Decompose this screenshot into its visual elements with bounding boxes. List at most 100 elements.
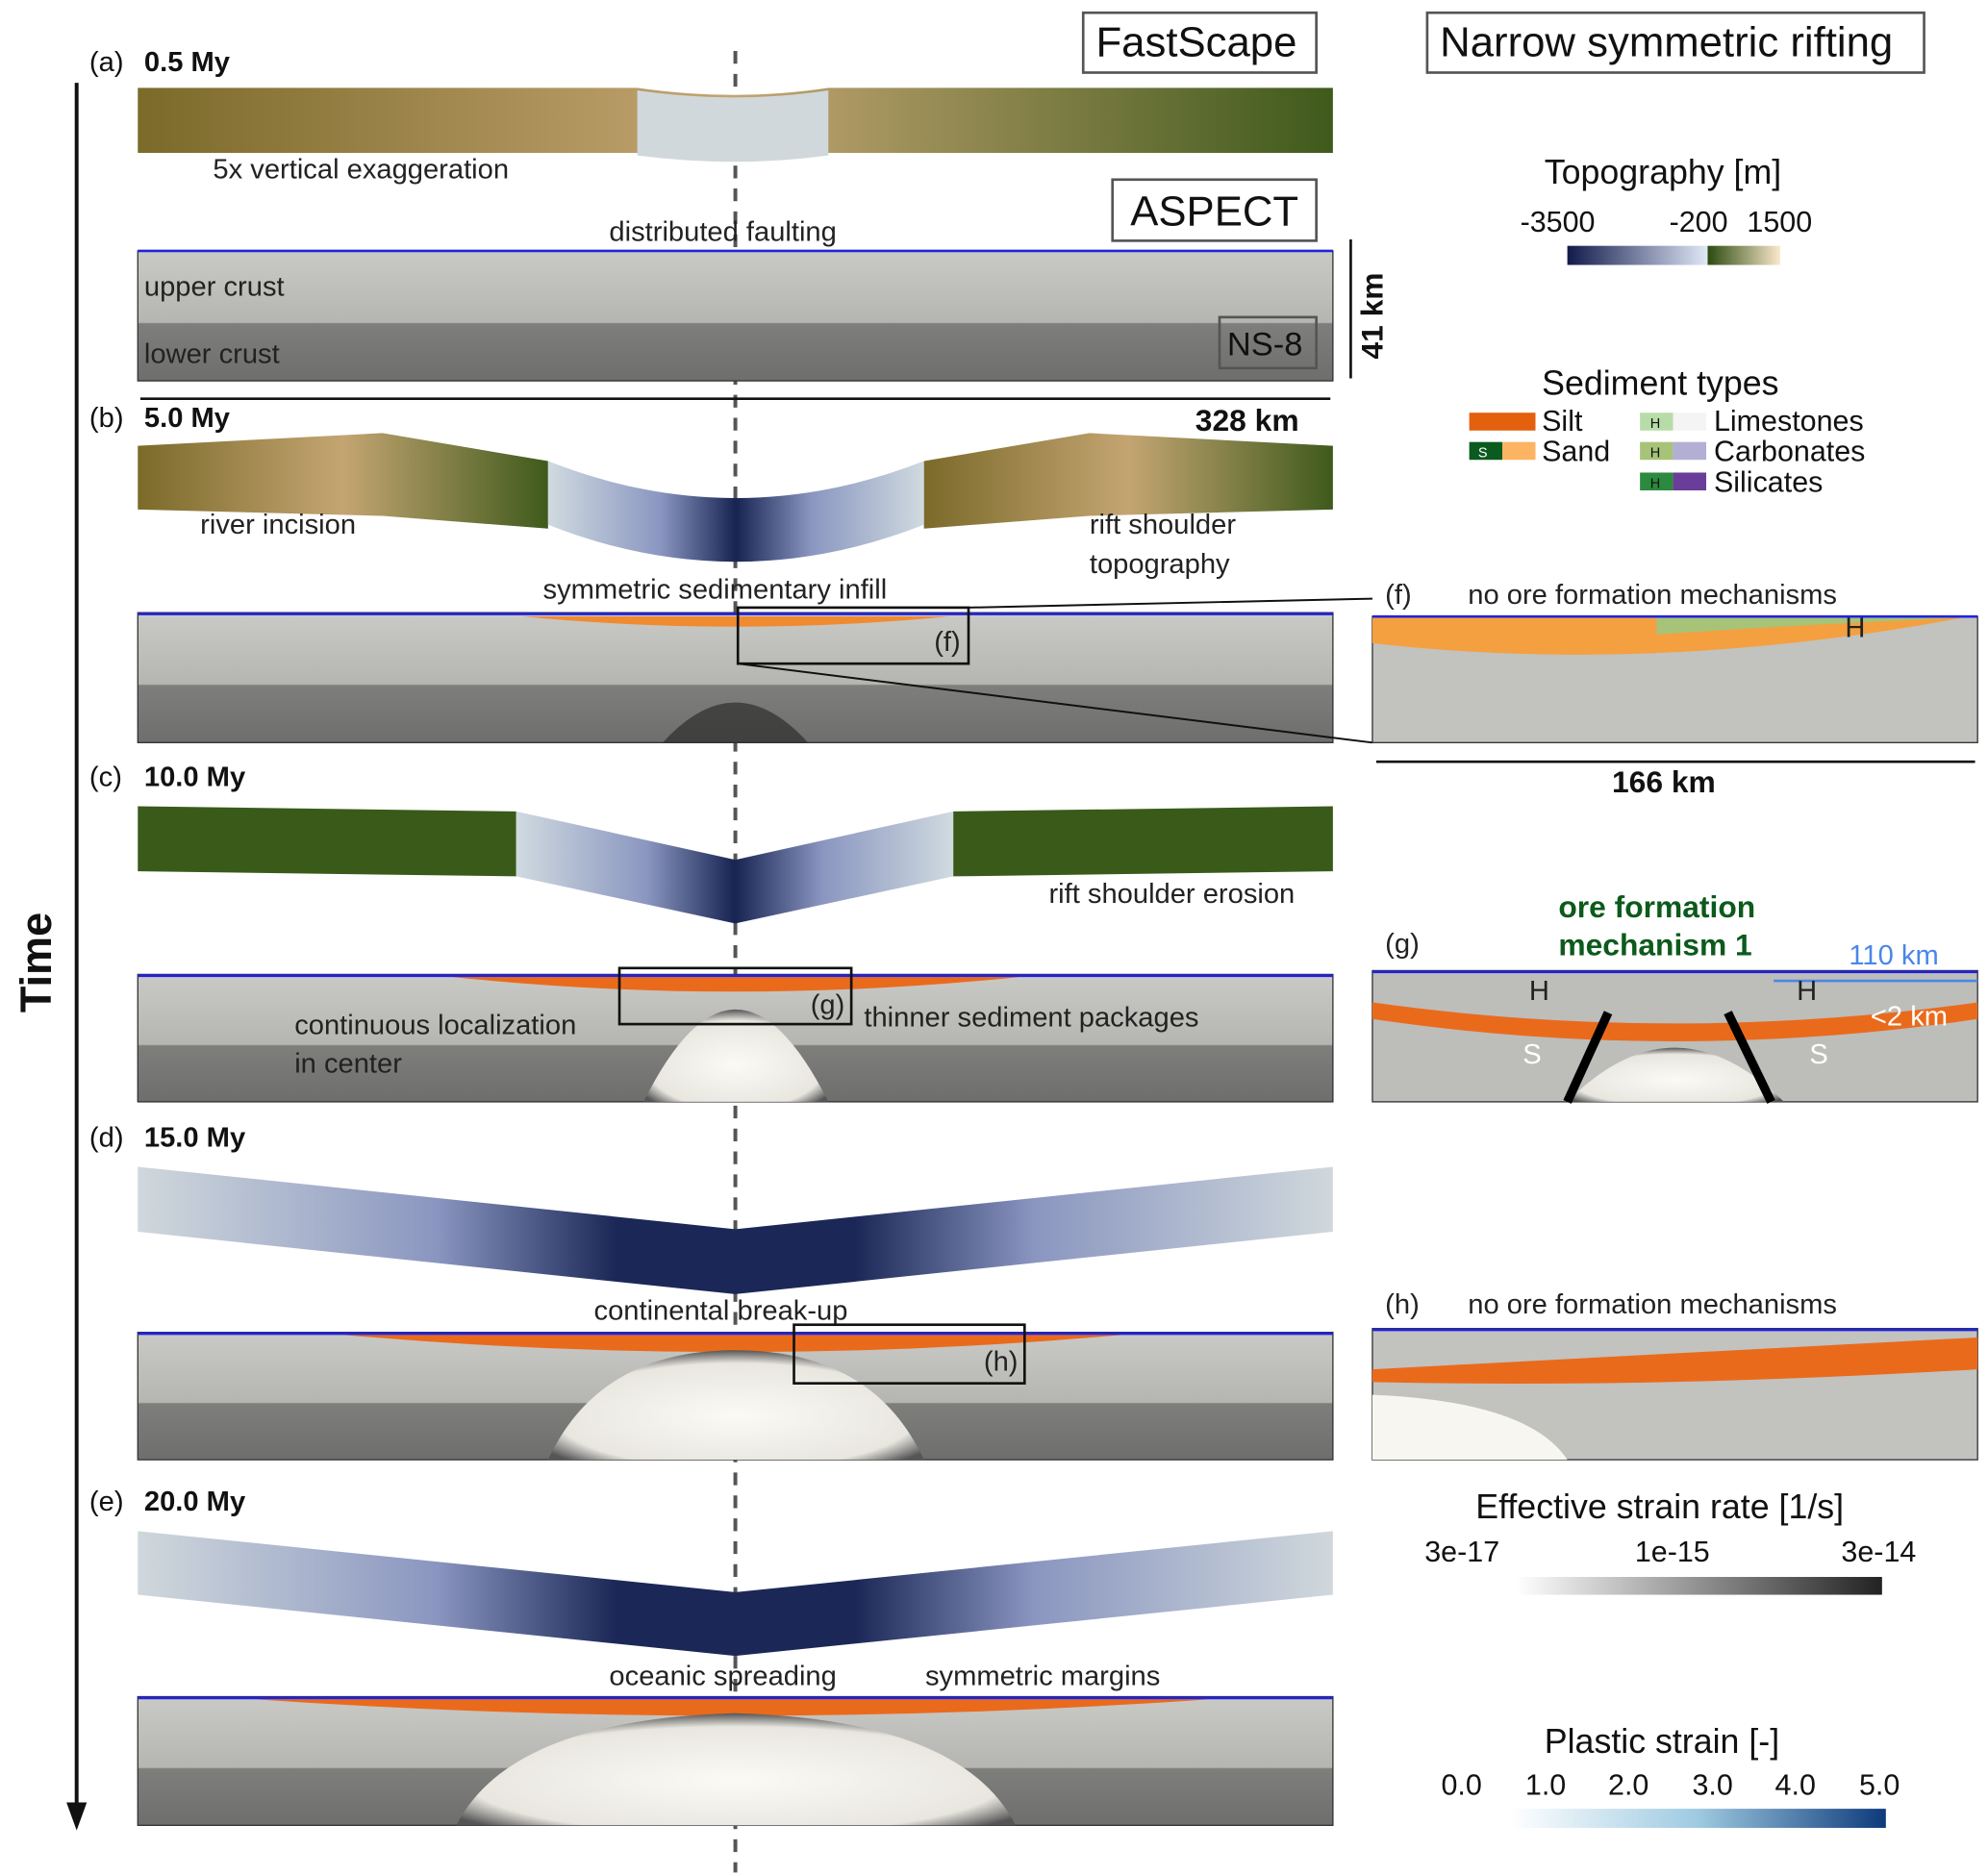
crust-section <box>137 250 1334 382</box>
time-label: Time <box>12 912 61 1012</box>
legend-title: Sediment types <box>1542 364 1778 403</box>
fastscape-label: FastScape <box>1095 18 1296 65</box>
legend-title: Topography [m] <box>1545 153 1781 191</box>
model-id-box <box>1218 315 1318 370</box>
inset-id: (h) <box>1385 1289 1420 1320</box>
distance-label: 110 km <box>1849 940 1938 971</box>
legend-tick: 1500 <box>1747 206 1812 238</box>
inset-g-box <box>617 966 853 1026</box>
annotation: rift shoulder erosion <box>1048 879 1295 910</box>
inset-id: (g) <box>1385 929 1420 960</box>
mantle-upwelling <box>643 1009 829 1102</box>
topography-left <box>138 433 548 529</box>
inset-title-line1: ore formation <box>1558 889 1755 924</box>
annotation: topography <box>1090 549 1230 580</box>
panel-c: (c) 10.0 My rift shoulder erosion (g) co… <box>89 762 1334 1103</box>
inset-title: no ore formation mechanisms <box>1468 580 1837 611</box>
thickness-label: <2 km <box>1871 1001 1948 1032</box>
carbonate-layer <box>1656 617 1963 635</box>
silt-swatch <box>1469 412 1536 431</box>
legend-tick: 4.0 <box>1775 1769 1816 1802</box>
legend-tick: 1e-15 <box>1635 1536 1710 1568</box>
panel-e: (e) 20.0 My oceanic spreading symmetric … <box>89 1487 1334 1826</box>
sediment-infill <box>1371 1337 1978 1384</box>
panel-time: 20.0 My <box>144 1487 246 1517</box>
mantle-upwelling <box>456 1712 1017 1826</box>
inset-title: no ore formation mechanisms <box>1468 1289 1837 1320</box>
silicate-swatch <box>1673 472 1707 491</box>
panel-id: (a) <box>89 47 124 78</box>
sediment-infill <box>255 1699 1211 1716</box>
panel-b: (b) 5.0 My river incision rift shoulder … <box>89 403 1373 744</box>
annotation: river incision <box>200 510 356 540</box>
annotation: oceanic spreading <box>609 1662 836 1692</box>
sediment-infill <box>1371 1002 1978 1041</box>
inset-id: (f) <box>1385 580 1412 611</box>
swatch-marker: H <box>1650 416 1661 432</box>
inset-h: (h) no ore formation mechanisms <box>1371 1289 1978 1461</box>
legend-tick: 3.0 <box>1692 1769 1732 1802</box>
legend-tick: -3500 <box>1521 206 1596 238</box>
legend-tick: 2.0 <box>1608 1769 1648 1802</box>
annotation: continuous localization <box>294 1011 576 1041</box>
inset-tag: (h) <box>984 1346 1019 1377</box>
sediment-legend: Sediment types Silt S Sand H Limestones … <box>1469 364 1865 498</box>
legend-item: Silt <box>1542 405 1583 438</box>
panel-time: 10.0 My <box>144 762 246 792</box>
aspect-label: ASPECT <box>1130 188 1298 235</box>
inset-width-scale: 166 km <box>1612 764 1716 799</box>
legend-tick: 0.0 <box>1441 1769 1481 1802</box>
inset-g: ore formation mechanism 1 (g) 110 km H H… <box>1371 889 1978 1104</box>
mantle-upwelling <box>1567 1047 1784 1102</box>
panel-id: (c) <box>89 762 122 792</box>
panel-time: 15.0 My <box>144 1122 246 1153</box>
basin-topography <box>138 1531 1333 1657</box>
mantle-upwelling <box>547 1350 924 1461</box>
swatch-marker: H <box>1650 476 1661 491</box>
strain-rate-colorbar <box>1516 1577 1882 1595</box>
inset-tag: (f) <box>934 627 961 658</box>
sediment-infill <box>452 977 1019 992</box>
plastic-strain-colorbar <box>1510 1809 1886 1828</box>
sand-swatch <box>1502 441 1536 461</box>
legend-title: Effective strain rate [1/s] <box>1475 1488 1844 1526</box>
panel-id: (d) <box>89 1122 124 1153</box>
legend-title: Plastic strain [-] <box>1545 1722 1779 1761</box>
depth-scale: 41 km <box>1355 272 1390 359</box>
scenario-box <box>1425 11 1925 74</box>
mantle-upwelling <box>1371 1394 1568 1461</box>
sediment-infill <box>343 1335 1121 1353</box>
model-id: NS-8 <box>1227 327 1302 363</box>
annotation: in center <box>294 1048 402 1079</box>
basin-topography <box>516 811 954 924</box>
width-scale: 328 km <box>1195 403 1299 438</box>
sand-marker: S <box>1522 1039 1541 1070</box>
panel-time: 0.5 My <box>144 47 231 78</box>
aspect-box <box>1111 178 1318 242</box>
fault <box>1724 1011 1775 1104</box>
inset-h-box <box>793 1323 1026 1385</box>
plastic-strain-legend: Plastic strain [-] 0.0 1.0 2.0 3.0 4.0 5… <box>1441 1722 1900 1828</box>
panel-a: (a) 0.5 My 5x vertical exaggeration dist… <box>89 47 1390 438</box>
annotation: rift shoulder <box>1090 510 1236 540</box>
annotation: distributed faulting <box>609 216 836 247</box>
annotation: thinner sediment packages <box>864 1003 1198 1034</box>
sediment-infill <box>1371 617 1963 655</box>
swatch-marker: H <box>1650 446 1661 462</box>
topography-left <box>138 806 516 877</box>
hemipelagic-marker: H <box>1797 976 1817 1007</box>
basin-topography <box>547 461 924 562</box>
panel-id: (b) <box>89 403 124 434</box>
topography-right <box>923 433 1333 529</box>
hemipelagic-marker: H <box>1529 976 1549 1007</box>
inset-f: (f) no ore formation mechanisms H 166 km <box>1371 580 1978 799</box>
legend-tick: -200 <box>1670 206 1728 238</box>
legend-tick: 5.0 <box>1859 1769 1900 1802</box>
basin-topography <box>637 90 829 162</box>
panel-d: (d) 15.0 My continental break-up (h) <box>89 1122 1334 1461</box>
fastscape-box <box>1081 11 1318 74</box>
annotation: symmetric margins <box>925 1662 1160 1692</box>
annotation: lower crust <box>144 339 280 370</box>
